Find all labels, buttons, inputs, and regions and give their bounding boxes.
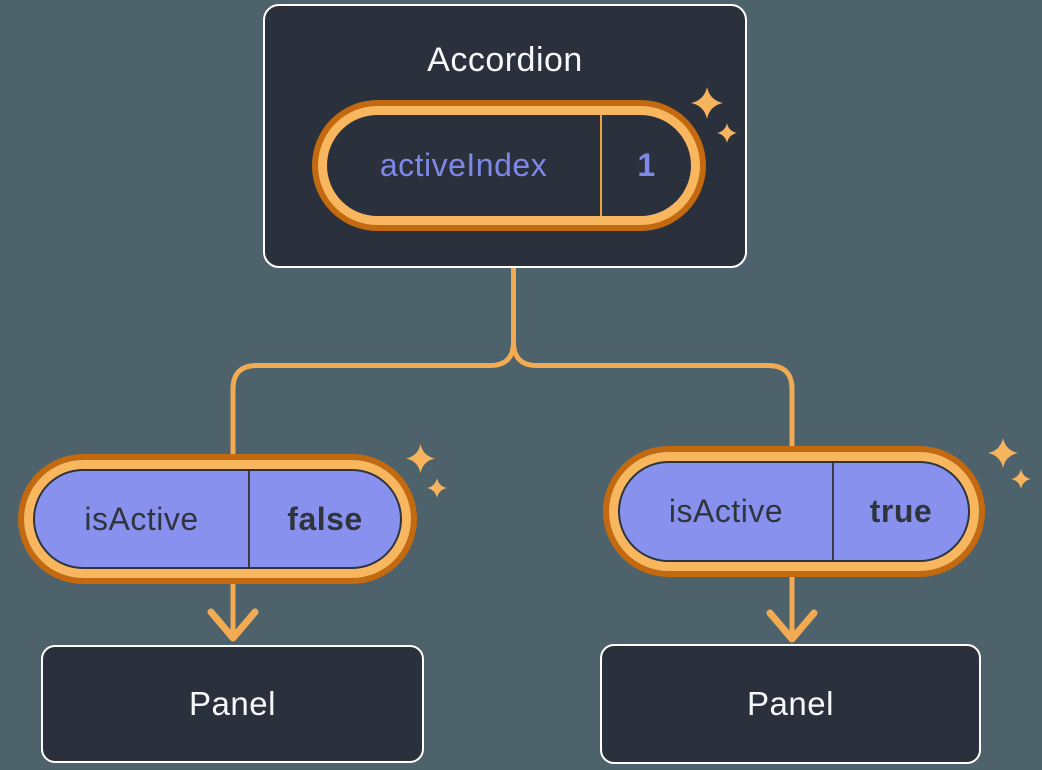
accordion-node-title: Accordion [427, 41, 583, 79]
connector-right-branch [511, 265, 795, 637]
prop-pill-is-active-right: isActive true [609, 452, 979, 571]
prop-pill-label: isActive [84, 500, 199, 537]
sparkle-icon [691, 87, 723, 119]
state-pill-active-index: activeIndex 1 [318, 106, 700, 225]
prop-pill-label: isActive [668, 493, 784, 529]
state-pill-value: 1 [600, 115, 691, 216]
panel-component-node-right: Panel [600, 644, 981, 764]
state-pill-label: activeIndex [379, 147, 548, 183]
panel-component-node-left: Panel [41, 645, 424, 763]
sparkle-icon [717, 123, 737, 143]
connector-left-branch [230, 265, 516, 636]
arrow-down-icon [766, 609, 818, 643]
prop-pill-value: false [248, 471, 400, 567]
sparkle-icon [1011, 469, 1031, 489]
prop-pill-is-active-left: isActive false [24, 460, 411, 578]
prop-pill-value: true [832, 463, 968, 560]
sparkle-icon [988, 438, 1018, 468]
prop-pill-body: isActive false [33, 469, 402, 569]
sparkle-icon [427, 478, 447, 498]
sparkle-icon [406, 444, 435, 473]
arrow-down-icon [207, 608, 259, 642]
prop-pill-body: isActive true [618, 461, 970, 562]
